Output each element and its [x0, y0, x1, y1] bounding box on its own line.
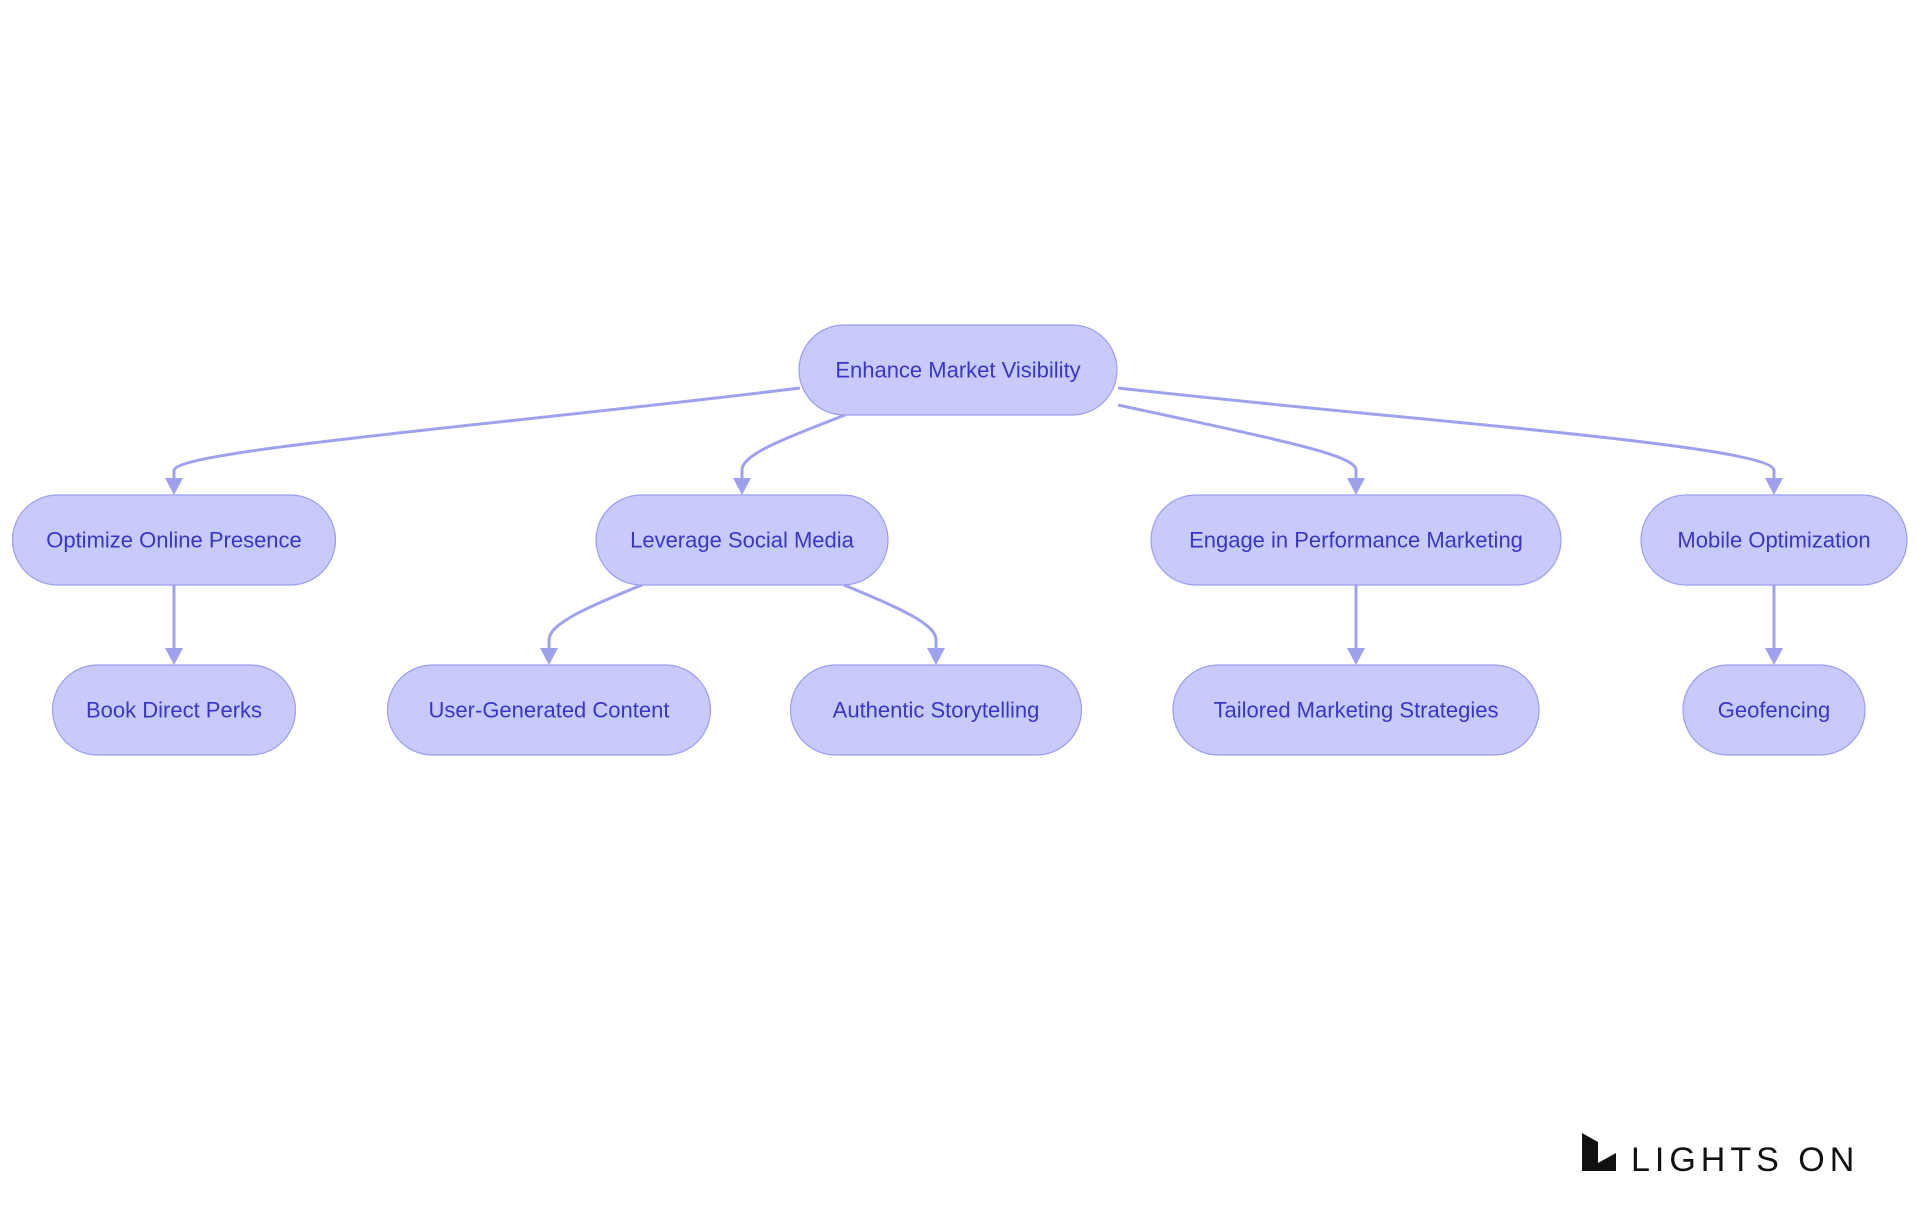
edge-root-to-mobile — [1117, 386, 1776, 478]
edge-social-to-ugc — [547, 583, 643, 648]
edge-root-to-social — [740, 413, 846, 478]
node-shape-mobile — [1640, 494, 1908, 586]
node-shape-perks — [51, 664, 297, 756]
node-shape-story — [789, 664, 1083, 756]
arrowhead-performance — [1347, 478, 1365, 495]
node-shape-online — [11, 494, 337, 586]
node-label-online: Optimize Online Presence — [46, 528, 302, 553]
node-online: Optimize Online Presence — [11, 494, 337, 586]
edge-social-to-story — [843, 583, 938, 648]
edges-layer — [165, 386, 1783, 665]
node-label-story: Authentic Storytelling — [833, 698, 1040, 723]
node-shape-geo — [1682, 664, 1866, 756]
node-shape-performance — [1150, 494, 1562, 586]
node-label-geo: Geofencing — [1718, 698, 1831, 723]
arrowhead-perks — [165, 648, 183, 665]
node-label-perks: Book Direct Perks — [86, 698, 262, 723]
node-shape-social — [595, 494, 889, 586]
lights-on-logo: LIGHTS ON — [1582, 1133, 1859, 1179]
node-label-ugc: User-Generated Content — [429, 698, 670, 723]
arrowhead-online — [165, 478, 183, 495]
node-label-root: Enhance Market Visibility — [835, 358, 1080, 383]
node-shape-root — [798, 324, 1118, 416]
arrowhead-story — [927, 648, 945, 665]
node-label-tailored: Tailored Marketing Strategies — [1214, 698, 1499, 723]
edge-root-to-online — [172, 386, 801, 478]
lights-on-logo-icon — [1582, 1133, 1616, 1171]
arrowhead-ugc — [540, 648, 558, 665]
node-tailored: Tailored Marketing Strategies — [1172, 664, 1540, 756]
arrowhead-mobile — [1765, 478, 1783, 495]
node-label-social: Leverage Social Media — [630, 528, 855, 553]
node-label-mobile: Mobile Optimization — [1677, 528, 1870, 553]
edge-root-to-performance — [1117, 403, 1358, 478]
node-label-performance: Engage in Performance Marketing — [1189, 528, 1523, 553]
node-geo: Geofencing — [1682, 664, 1866, 756]
node-shape-tailored — [1172, 664, 1540, 756]
node-ugc: User-Generated Content — [386, 664, 712, 756]
arrowhead-geo — [1765, 648, 1783, 665]
node-story: Authentic Storytelling — [789, 664, 1083, 756]
logo-text: LIGHTS ON — [1631, 1141, 1859, 1179]
node-root: Enhance Market Visibility — [798, 324, 1118, 416]
node-shape-ugc — [386, 664, 712, 756]
arrowhead-social — [733, 478, 751, 495]
node-mobile: Mobile Optimization — [1640, 494, 1908, 586]
node-perks: Book Direct Perks — [51, 664, 297, 756]
arrowhead-tailored — [1347, 648, 1365, 665]
node-social: Leverage Social Media — [595, 494, 889, 586]
node-performance: Engage in Performance Marketing — [1150, 494, 1562, 586]
